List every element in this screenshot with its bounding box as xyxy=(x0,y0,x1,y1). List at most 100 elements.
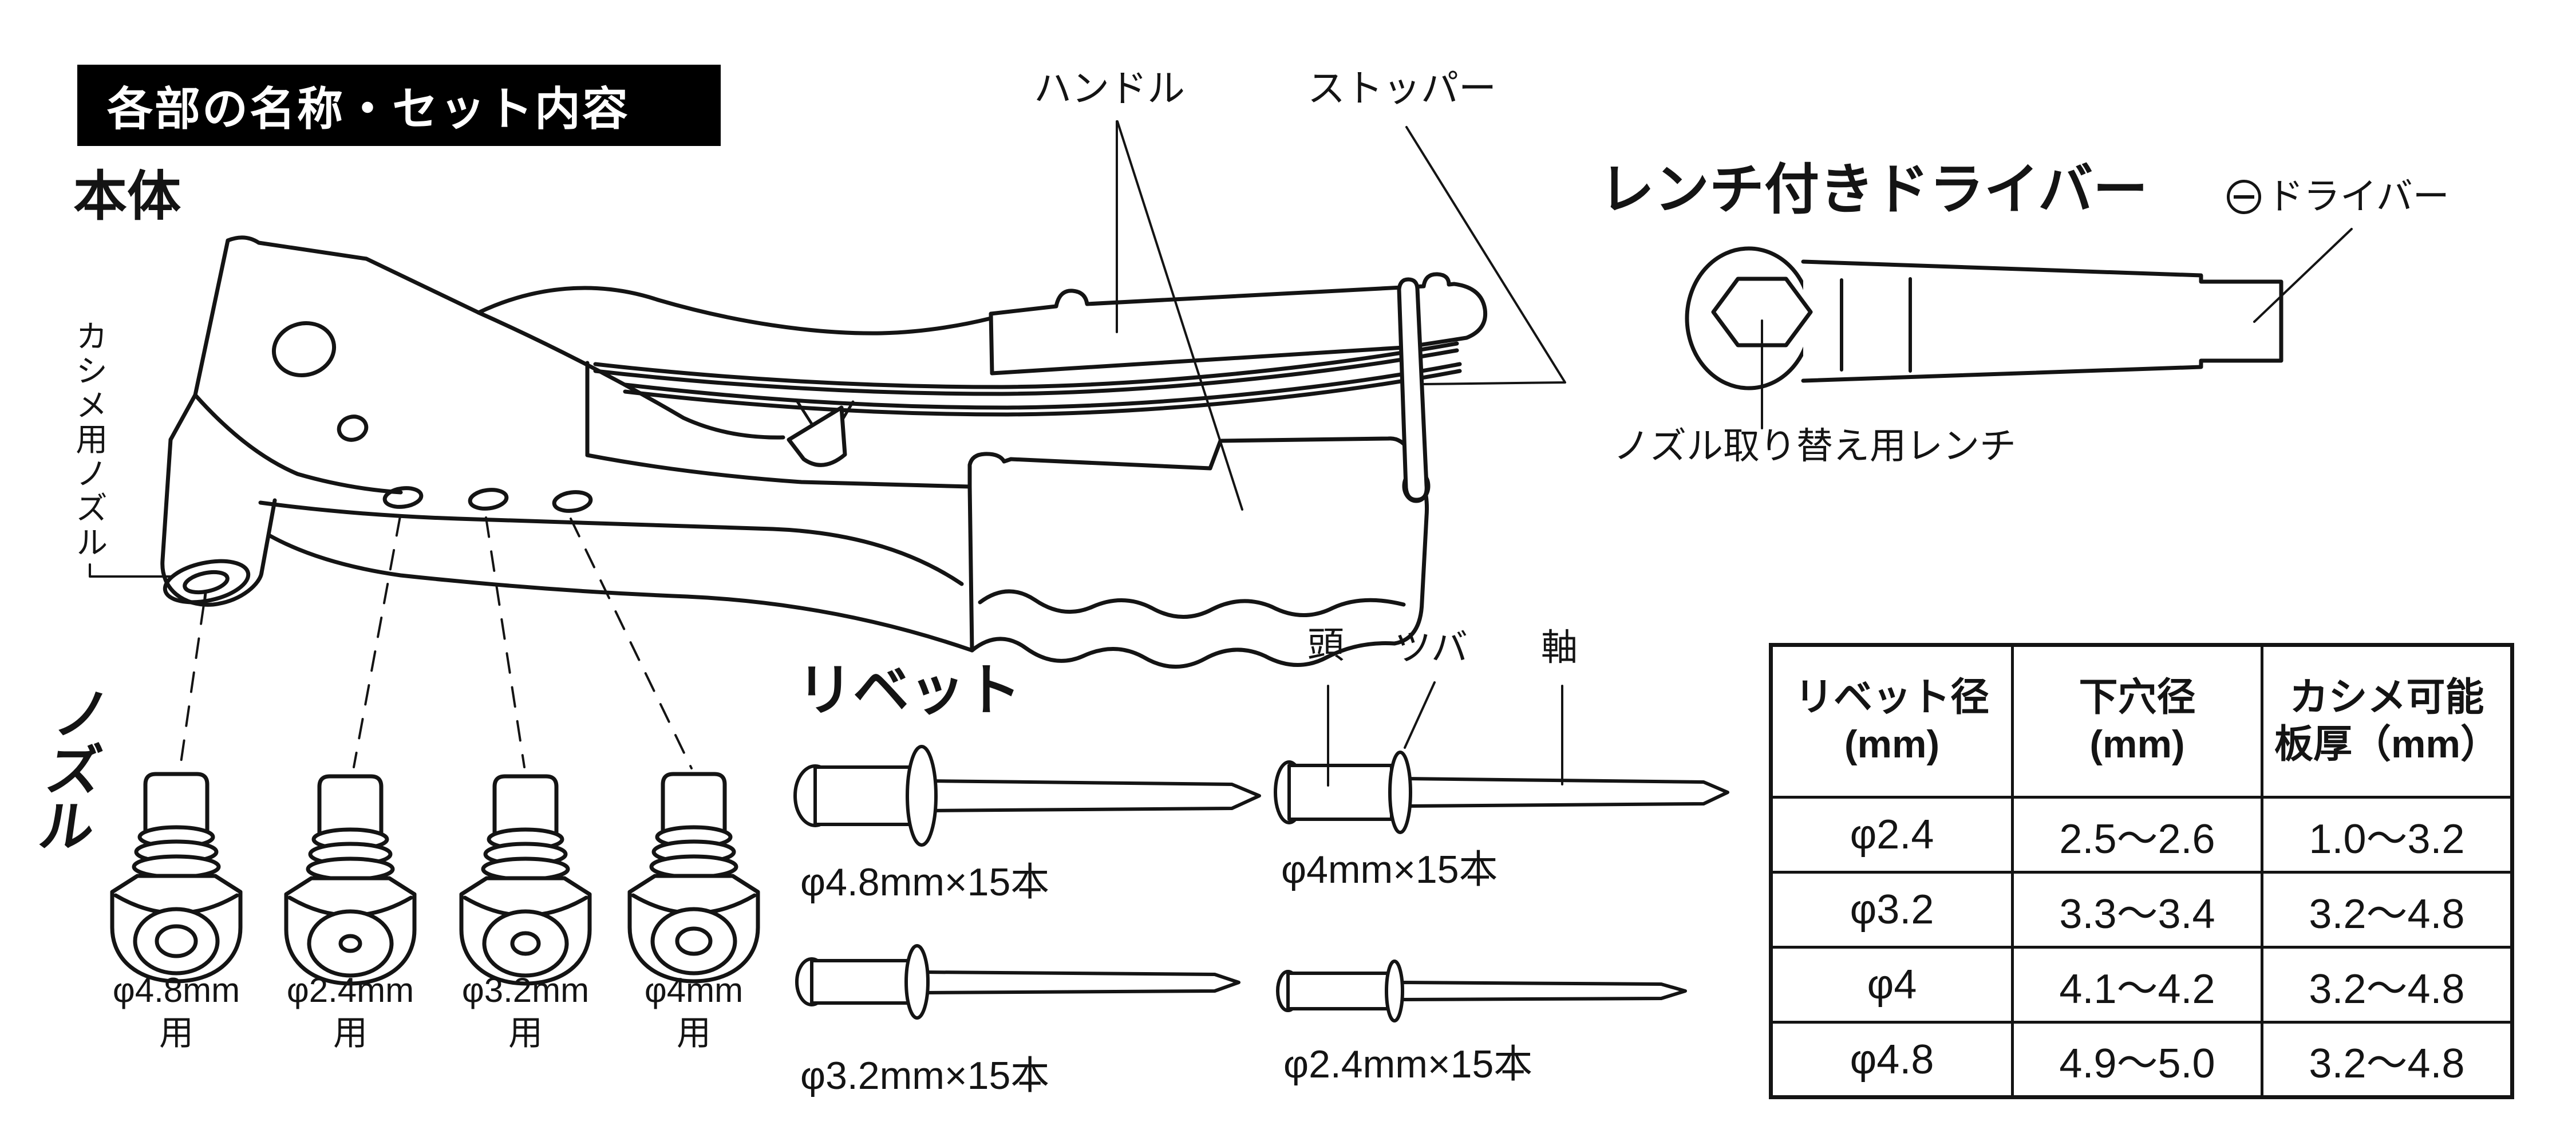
flathead-driver-icon-bar xyxy=(2234,195,2254,199)
nozzle-suffix: 用 xyxy=(508,1014,543,1052)
crimp-nozzle-leader xyxy=(89,563,174,578)
barrel-tip-ring xyxy=(163,559,251,605)
nozzle-item-drawing xyxy=(284,774,417,986)
grip-inner-wave xyxy=(978,589,1406,619)
grip-collar xyxy=(967,452,1013,489)
nozzle-size: φ3.2mm xyxy=(461,971,590,1009)
spec-table: リベット径 (mm) 下穴径 (mm) カシメ可能 板厚（mm） φ2.4 2.… xyxy=(1769,643,2514,1099)
handle-leader-2 xyxy=(1116,120,1243,511)
plate-hole-small xyxy=(337,414,369,442)
nozzle-item-drawing xyxy=(459,774,592,986)
nozzle-drawings xyxy=(110,772,760,986)
cell: φ2.4 xyxy=(1769,796,2014,874)
cell: 1.0〜3.2 xyxy=(2261,796,2514,874)
rivet-24-drawing xyxy=(1276,960,1687,1022)
riveter-body-drawing xyxy=(160,235,1488,669)
link-claw xyxy=(787,405,847,467)
spec-row-24: φ2.4 2.5〜2.6 1.0〜3.2 xyxy=(1769,796,2514,874)
link-rod-3 xyxy=(623,362,1462,410)
rivet-drawings xyxy=(793,745,1729,1022)
cell: φ3.2 xyxy=(1769,871,2014,949)
rivet-32-label: φ3.2mm×15本 xyxy=(800,1054,1050,1097)
arm-hole-3 xyxy=(552,490,593,513)
rivet-32-drawing xyxy=(795,944,1240,1020)
cell: 3.2〜4.8 xyxy=(2261,946,2514,1024)
dash-tip-to-nozzle1 xyxy=(179,603,205,772)
wrench-body-fill xyxy=(1803,262,2281,381)
arm-fold-line xyxy=(258,500,964,586)
rivet-head-label: 頭 xyxy=(1307,625,1344,666)
rivet-40-drawing xyxy=(1274,751,1729,834)
spec-col-rivet-dia: リベット径 (mm) xyxy=(1769,643,2014,799)
spec-col-hole-dia: 下穴径 (mm) xyxy=(2011,643,2263,799)
barrel-left-edge xyxy=(160,437,173,562)
barrel-tip-hole xyxy=(183,570,230,595)
nozzle-size: φ4.8mm xyxy=(112,971,240,1009)
wrench-label: ノズル取り替え用レンチ xyxy=(1613,425,2016,467)
plate-diagonal-edge xyxy=(476,310,785,440)
handle-label: ハンドル xyxy=(1034,67,1185,109)
link-rod-2 xyxy=(593,348,1459,396)
plate-neck-fold xyxy=(193,393,403,495)
dash-hole1-to-nozzle2 xyxy=(353,515,401,768)
header-line: 下穴径 xyxy=(2079,676,2196,720)
nozzle-label-1: φ4.8mm 用 xyxy=(82,969,271,1055)
main-unit-title: 本体 xyxy=(73,166,181,226)
rivets-title: リベット xyxy=(797,658,1022,721)
wrench-body-outline xyxy=(1801,259,2283,383)
dash-hole2-to-nozzle3 xyxy=(485,516,526,768)
header-line: リベット径 xyxy=(1794,676,1989,720)
driver-leader xyxy=(2253,228,2353,323)
cell: φ4 xyxy=(1769,946,2014,1024)
driver-label-row: ドライバー xyxy=(2227,177,2449,216)
cell: 3.2〜4.8 xyxy=(2261,871,2514,949)
spec-col-plate-thickness: カシメ可能 板厚（mm） xyxy=(2261,643,2514,799)
link-rod-4 xyxy=(623,369,1462,417)
header-line: (mm) xyxy=(2089,722,2185,766)
handle-bottom-edge xyxy=(990,345,1406,376)
rivet-48-drawing xyxy=(793,745,1261,847)
leader-lines xyxy=(89,120,2353,787)
nozzle-label-3: φ3.2mm 用 xyxy=(431,969,620,1055)
nozzle-label-2: φ2.4mm 用 xyxy=(256,969,445,1055)
handle-left-cap xyxy=(989,311,994,376)
nozzle-suffix: 用 xyxy=(159,1014,193,1052)
cell: 3.2〜4.8 xyxy=(2261,1021,2514,1099)
nozzle-suffix: 用 xyxy=(333,1014,368,1052)
rivet-shaft-label: 軸 xyxy=(1541,627,1578,668)
rivet-24-label: φ2.4mm×15本 xyxy=(1283,1043,1533,1086)
spec-row-40: φ4 4.1〜4.2 3.2〜4.8 xyxy=(1769,946,2514,1024)
driver-label: ドライバー xyxy=(2267,176,2449,217)
header-line: 板厚（mm） xyxy=(2274,722,2499,766)
spec-table-header-row: リベット径 (mm) 下穴径 (mm) カシメ可能 板厚（mm） xyxy=(1769,643,2514,799)
cell: 4.1〜4.2 xyxy=(2011,946,2263,1024)
cell: 3.3〜3.4 xyxy=(2011,871,2263,949)
stopper-wire xyxy=(1397,277,1429,502)
plate-hole-large xyxy=(271,321,337,378)
wrench-hex-hole xyxy=(1711,277,1813,348)
header-line: カシメ可能 xyxy=(2289,676,2484,720)
arm-hole-2 xyxy=(468,488,509,511)
cell: φ4.8 xyxy=(1769,1021,2014,1099)
cell: 2.5〜2.6 xyxy=(2011,796,2263,874)
wrench-driver-title: レンチ付きドライバー xyxy=(1599,159,2148,220)
wrench-decor-lines xyxy=(1840,277,1912,373)
handle-top-edge xyxy=(989,272,1488,350)
rivet-flange-label: ツバ xyxy=(1394,627,1468,668)
spec-row-32: φ3.2 3.3〜3.4 3.2〜4.8 xyxy=(1769,871,2514,949)
nozzle-item-drawing xyxy=(110,772,243,984)
dash-hole3-to-nozzle4 xyxy=(570,518,693,769)
header-line: (mm) xyxy=(1844,722,1940,766)
nozzle-item-drawing xyxy=(627,772,760,984)
stopper-label: ストッパー xyxy=(1307,67,1496,109)
plate-outline xyxy=(168,235,481,442)
stopper-leader xyxy=(1405,126,1566,385)
arm-top-edge xyxy=(585,453,972,489)
dashed-leaders xyxy=(179,515,693,772)
crimp-nozzle-label: カシメ用ノズル xyxy=(71,319,108,560)
nozzle-size: φ4mm xyxy=(644,971,744,1009)
wrench-driver-drawing xyxy=(1685,246,2283,390)
rivet-40-label: φ4mm×15本 xyxy=(1281,848,1498,891)
